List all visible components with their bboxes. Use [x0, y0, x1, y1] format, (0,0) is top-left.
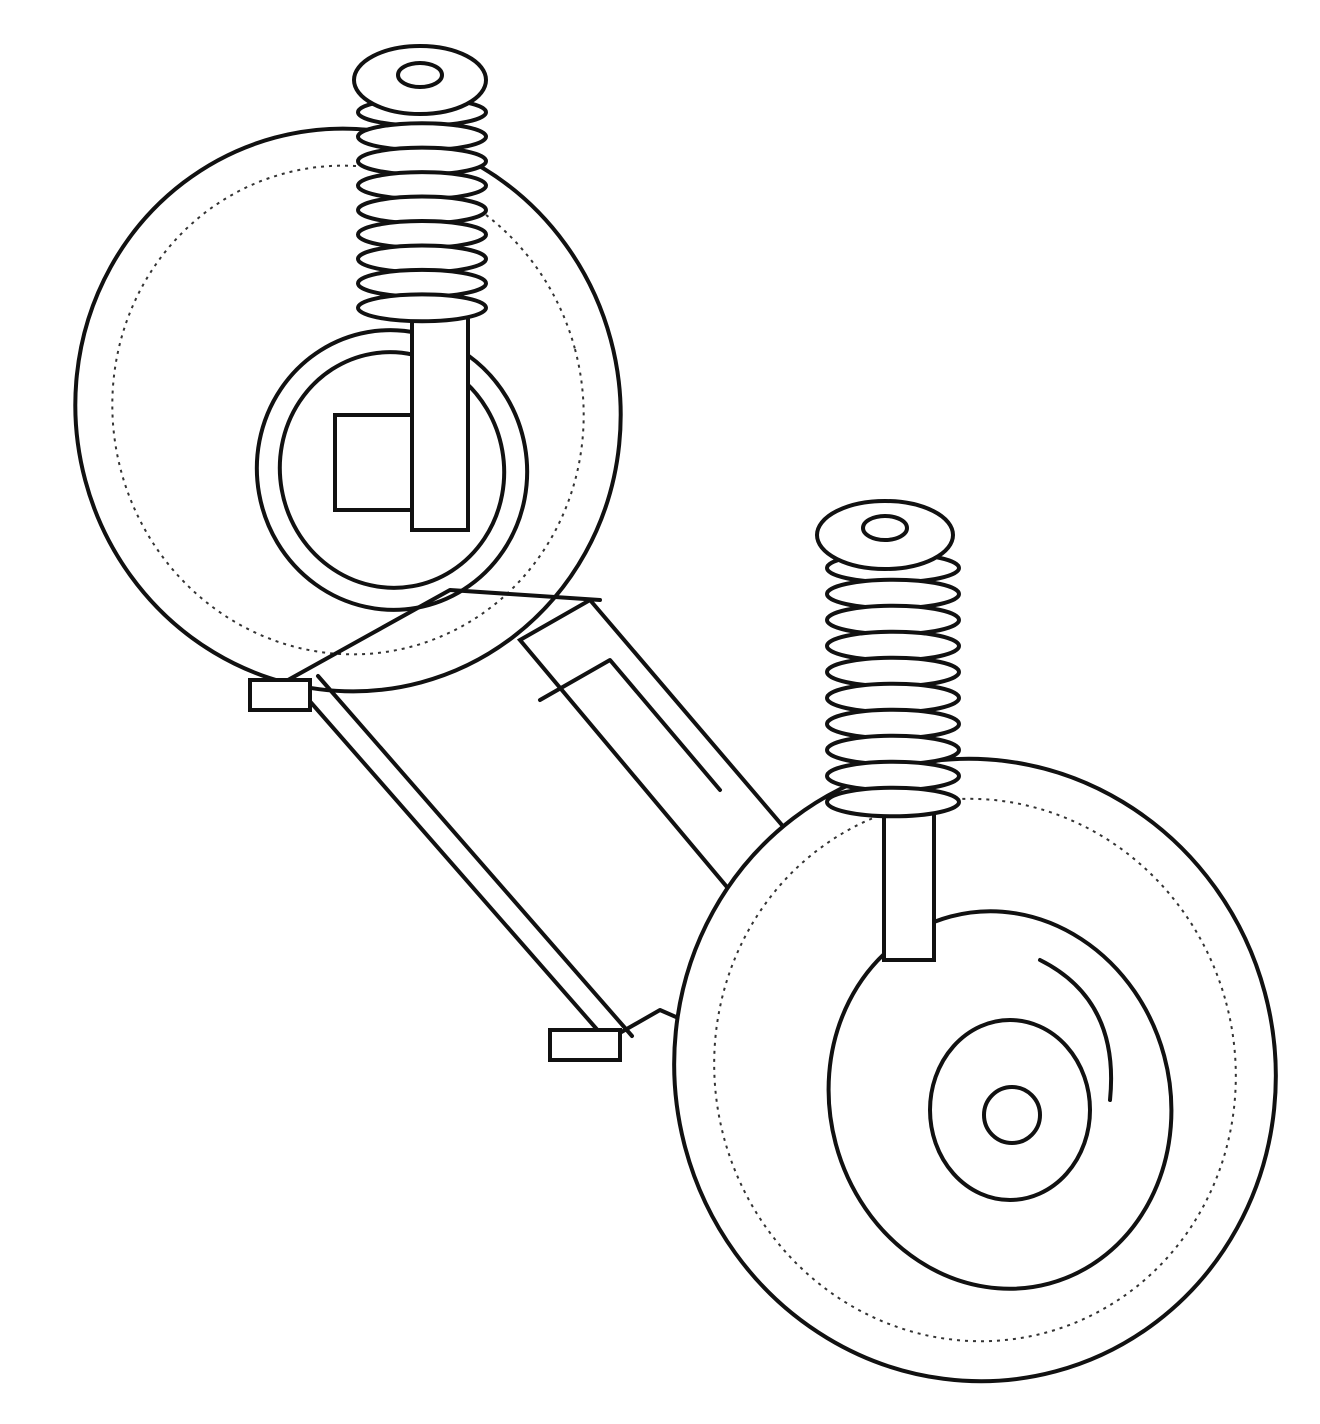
crossmember-detail — [538, 658, 722, 792]
right-coil-spring — [825, 551, 961, 819]
right-top-mount-nut — [861, 514, 909, 542]
left-arm-bushing — [248, 678, 312, 712]
left-wheel-rim-inner — [277, 350, 507, 590]
left-top-mount-nut — [396, 61, 444, 89]
right-arm-bushing — [548, 1028, 622, 1062]
left-lower-arm — [268, 588, 602, 692]
right-brake-caliper — [1038, 958, 1114, 1102]
right-wheel — [672, 756, 1278, 1384]
left-coil-spring — [356, 96, 488, 324]
right-shock-absorber — [882, 798, 936, 962]
right-spring-top-mount — [815, 499, 955, 571]
left-strut — [352, 44, 488, 532]
right-hub — [928, 1018, 1092, 1202]
right-strut — [815, 499, 961, 962]
left-tire-tread — [111, 164, 585, 656]
tie-rod-edge — [316, 674, 634, 1038]
left-shock-absorber — [410, 308, 470, 532]
left-spring-top-mount — [352, 44, 488, 116]
right-tire-tread — [713, 797, 1237, 1343]
right-hub-nut — [982, 1085, 1042, 1145]
left-tire — [73, 126, 623, 694]
spring-coil — [825, 785, 961, 819]
spring-coil — [356, 292, 488, 324]
right-brake-disc — [826, 909, 1174, 1291]
tie-rod — [298, 688, 617, 1052]
